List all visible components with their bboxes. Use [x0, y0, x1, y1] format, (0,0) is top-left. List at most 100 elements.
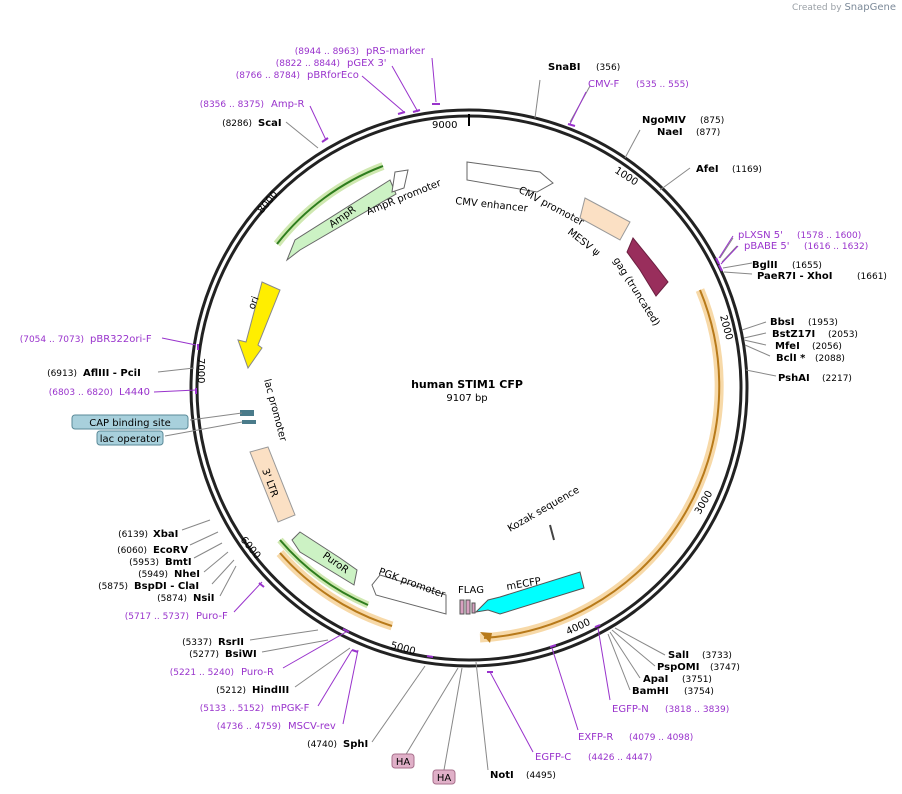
primer-prs-marker-pos: (8944 .. 8963)	[295, 47, 359, 57]
primer-egfp-n[interactable]: EGFP-N	[612, 704, 649, 715]
enzyme-apai[interactable]: ApaI	[643, 674, 668, 685]
cap-binding-site-box[interactable]: CAP binding site	[71, 414, 189, 430]
ha-box-1[interactable]: HA	[391, 753, 415, 769]
primer-pbabe-pos: (1616 .. 1632)	[804, 242, 868, 252]
enzyme-mfei[interactable]: MfeI	[775, 341, 800, 352]
enzyme-ecorv[interactable]: EcoRV	[153, 545, 188, 556]
tick-7000: 7000	[195, 358, 206, 383]
enzyme-nhei-pos: (5949)	[138, 570, 168, 580]
enzyme-scai-pos: (8286)	[222, 119, 252, 129]
ampr-promoter-feature[interactable]	[391, 169, 409, 193]
enzyme-ngomiv-pos: (875)	[700, 116, 724, 126]
primer-cmv-f-pos: (535 .. 555)	[636, 80, 689, 90]
enzyme-bsiwi-pos: (5277)	[189, 650, 219, 660]
enzyme-pspomi[interactable]: PspOMI	[657, 662, 699, 673]
primer-l4440[interactable]: L4440	[119, 387, 150, 398]
mesv-feature[interactable]	[579, 197, 631, 241]
enzyme-bstz17i[interactable]: BstZ17I	[772, 329, 815, 340]
enzyme-afliii-pcii[interactable]: AflIII - PciI	[83, 368, 141, 379]
gag-feature[interactable]	[626, 237, 669, 297]
enzyme-bspdi-pos: (5875)	[98, 582, 128, 592]
enzyme-pspomi-pos: (3747)	[710, 663, 740, 673]
primer-puro-f[interactable]: Puro-F	[196, 611, 228, 622]
puror-feature[interactable]	[291, 531, 358, 586]
primer-plxsn[interactable]: pLXSN 5'	[738, 230, 783, 241]
primer-pbabe[interactable]: pBABE 5'	[744, 241, 790, 252]
flag-feature-1[interactable]	[459, 599, 465, 615]
enzyme-bmti[interactable]: BmtI	[165, 557, 192, 568]
enzyme-bamhi[interactable]: BamHI	[632, 686, 669, 697]
enzyme-snabi[interactable]: SnaBI	[548, 62, 580, 73]
enzyme-scai[interactable]: ScaI	[258, 118, 282, 129]
primer-pgex[interactable]: pGEX 3'	[347, 58, 387, 69]
lac-operator-label: lac operator	[100, 434, 161, 445]
enzyme-naei[interactable]: NaeI	[657, 127, 683, 138]
enzyme-snabi-pos: (356)	[596, 63, 620, 73]
enzyme-paer7i-xhoi[interactable]: PaeR7I - XhoI	[757, 271, 833, 282]
enzyme-noti[interactable]: NotI	[490, 770, 514, 781]
lac-operator-feature[interactable]	[242, 420, 256, 424]
primer-pbrforeco[interactable]: pBRforEco	[307, 70, 359, 81]
primer-connectors-left	[153, 57, 437, 725]
enzyme-ecorv-pos: (6060)	[117, 546, 147, 556]
enzyme-nhei[interactable]: NheI	[174, 569, 200, 580]
primer-puro-r-pos: (5221 .. 5240)	[170, 668, 234, 678]
flag-feature-3[interactable]	[471, 602, 476, 614]
flag-feature-2[interactable]	[465, 599, 471, 615]
cap-binding-site-label: CAP binding site	[89, 418, 171, 429]
enzyme-bbsi[interactable]: BbsI	[770, 317, 794, 328]
primer-pgex-pos: (8822 .. 8844)	[276, 59, 340, 69]
primer-cmv-f[interactable]: CMV-F	[588, 79, 619, 90]
enzyme-bcli[interactable]: BclI *	[776, 353, 806, 364]
cap-site-feature[interactable]	[240, 410, 254, 416]
enzyme-nsii[interactable]: NsiI	[193, 593, 214, 604]
enzyme-sphi-pos: (4740)	[307, 740, 337, 750]
kozak-feature[interactable]	[549, 524, 555, 541]
enzyme-bmti-pos: (5953)	[129, 558, 159, 568]
enzyme-rsrii[interactable]: RsrII	[218, 637, 244, 648]
primer-egfp-c[interactable]: EGFP-C	[535, 752, 571, 763]
primer-prs-marker[interactable]: pRS-marker	[366, 46, 426, 57]
plasmid-length: 9107 bp	[446, 393, 487, 404]
label-flag: FLAG	[458, 585, 484, 596]
enzyme-sphi[interactable]: SphI	[343, 739, 368, 750]
ampr-feature[interactable]	[285, 179, 397, 262]
primer-amp-r[interactable]: Amp-R	[271, 99, 305, 110]
enzyme-afei[interactable]: AfeI	[696, 164, 719, 175]
enzyme-rsrii-pos: (5337)	[182, 638, 212, 648]
enzyme-xbai[interactable]: XbaI	[153, 529, 178, 540]
primer-puro-r[interactable]: Puro-R	[241, 667, 274, 678]
credit-prefix: Created by	[792, 3, 842, 13]
snapgene-credit: Created by SnapGene	[792, 2, 896, 13]
cmv-enhancer-feature[interactable]	[466, 161, 554, 193]
puror-arc	[279, 539, 369, 606]
primer-pbr322ori-f[interactable]: pBR322ori-F	[90, 334, 152, 345]
primer-puro-f-pos: (5717 .. 5737)	[125, 612, 189, 622]
primer-exfp-r[interactable]: EXFP-R	[578, 732, 613, 743]
ha-box-2[interactable]: HA	[432, 769, 456, 785]
primer-amp-r-pos: (8356 .. 8375)	[200, 100, 264, 110]
enzyme-afliii-pos: (6913)	[47, 369, 77, 379]
primer-mscv-rev[interactable]: MSCV-rev	[288, 721, 336, 732]
enzyme-apai-pos: (3751)	[682, 675, 712, 685]
primer-egfp-n-pos: (3818 .. 3839)	[665, 705, 729, 715]
enzyme-pshai[interactable]: PshAI	[778, 373, 810, 384]
ori-feature[interactable]	[237, 281, 281, 370]
pgk-feature[interactable]	[371, 574, 447, 615]
connectors-left	[157, 121, 463, 771]
enzyme-bsiwi[interactable]: BsiWI	[225, 649, 257, 660]
primer-mpgk-f-pos: (5133 .. 5152)	[200, 704, 264, 714]
enzyme-sali[interactable]: SalI	[668, 650, 689, 661]
lac-operator-box[interactable]: lac operator	[96, 430, 164, 446]
enzyme-bglii[interactable]: BglII	[752, 260, 778, 271]
mecfp-feature[interactable]	[474, 571, 585, 615]
ltr-feature[interactable]	[249, 446, 296, 523]
enzyme-ngomiv[interactable]: NgoMIV	[642, 115, 686, 126]
enzyme-bstz17i-pos: (2053)	[828, 330, 858, 340]
primer-connectors-right	[489, 91, 739, 753]
enzyme-bspdi-clai[interactable]: BspDI - ClaI	[134, 581, 199, 592]
backbone-outer	[189, 108, 749, 668]
primer-mpgk-f[interactable]: mPGK-F	[271, 703, 310, 714]
enzyme-hindiii[interactable]: HindIII	[252, 685, 289, 696]
label-cmv-enhancer: CMV enhancer	[455, 196, 529, 215]
